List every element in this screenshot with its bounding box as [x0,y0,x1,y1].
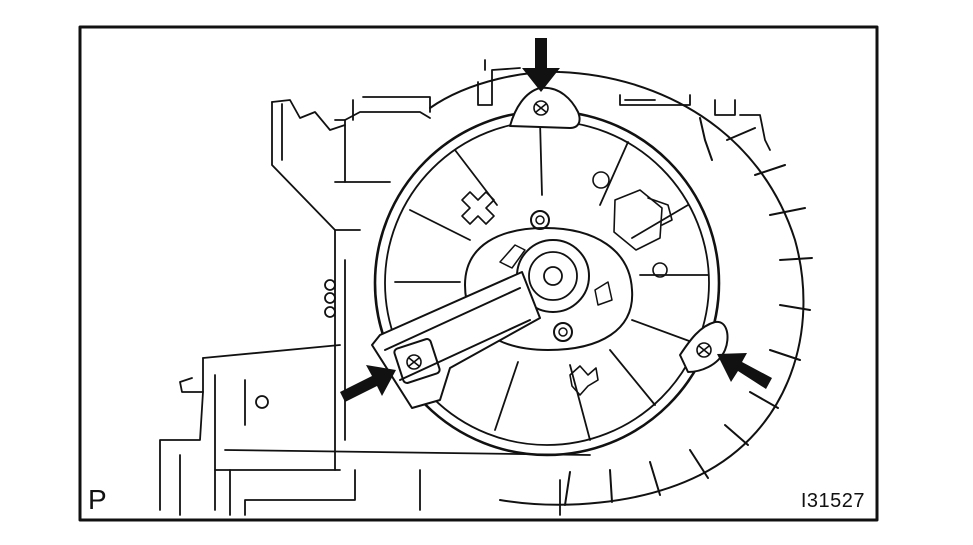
figure-id-label: I31527 [800,490,865,512]
plate-features [461,171,673,396]
scroll-housing [429,70,813,506]
heater-unit-housing [159,96,591,516]
left-arrow-icon [717,353,772,389]
top-mounting-tab [509,86,581,129]
right-mounting-tab [679,320,729,373]
bolt-icon [696,342,712,358]
bolt-icon [406,354,422,370]
bolt-icon [533,100,549,116]
down-arrow-icon [522,38,560,92]
fan-blades [394,120,709,441]
corner-letter-label: P [88,484,107,515]
motor-bracket-arm [371,271,541,409]
top-housing-details [477,59,771,151]
figure-frame [78,25,879,522]
right-arrow-icon [340,365,396,402]
